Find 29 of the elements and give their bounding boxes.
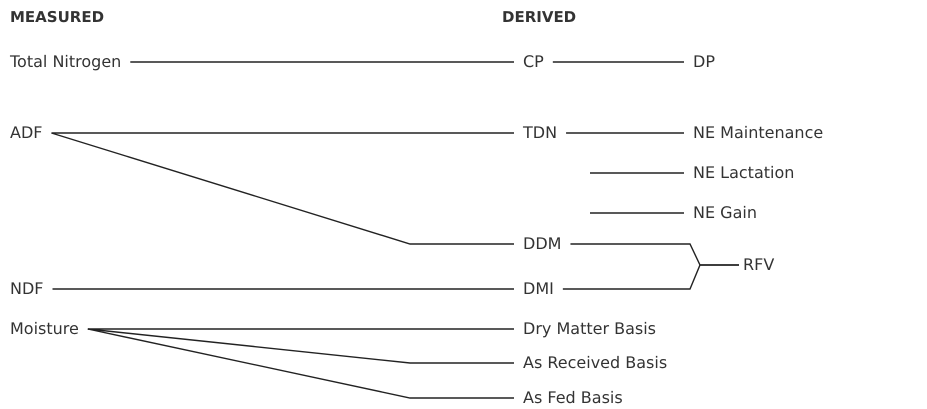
node-label: NDF (10, 279, 44, 299)
connector-line (562, 264, 739, 290)
node-label: As Received Basis (523, 353, 668, 373)
connector-line (590, 212, 684, 214)
node-label: Total Nitrogen (10, 52, 122, 72)
node-label: As Fed Basis (523, 388, 623, 408)
node-label: DP (693, 52, 715, 72)
connector-line (52, 288, 514, 290)
connector-line (51, 132, 514, 134)
node-label: NE Maintenance (693, 123, 824, 143)
node-label: NE Lactation (693, 163, 794, 183)
column-heading: MEASURED (10, 7, 104, 27)
connector-line (51, 132, 514, 245)
node-label: DMI (523, 279, 554, 299)
connector-line (566, 132, 684, 134)
node-label: NE Gain (693, 203, 757, 223)
connector-line (552, 61, 684, 63)
node-label: TDN (523, 123, 558, 143)
node-label: CP (523, 52, 544, 72)
node-label: RFV (743, 255, 774, 275)
node-label: ADF (10, 123, 42, 143)
connector-line (88, 328, 514, 364)
node-label: Moisture (10, 319, 79, 339)
column-heading: DERIVED (502, 7, 576, 27)
connector-line (590, 172, 684, 174)
connector-line (130, 61, 514, 63)
node-label: Dry Matter Basis (523, 319, 656, 339)
node-label: DDM (523, 234, 562, 254)
connector-line (88, 328, 514, 399)
